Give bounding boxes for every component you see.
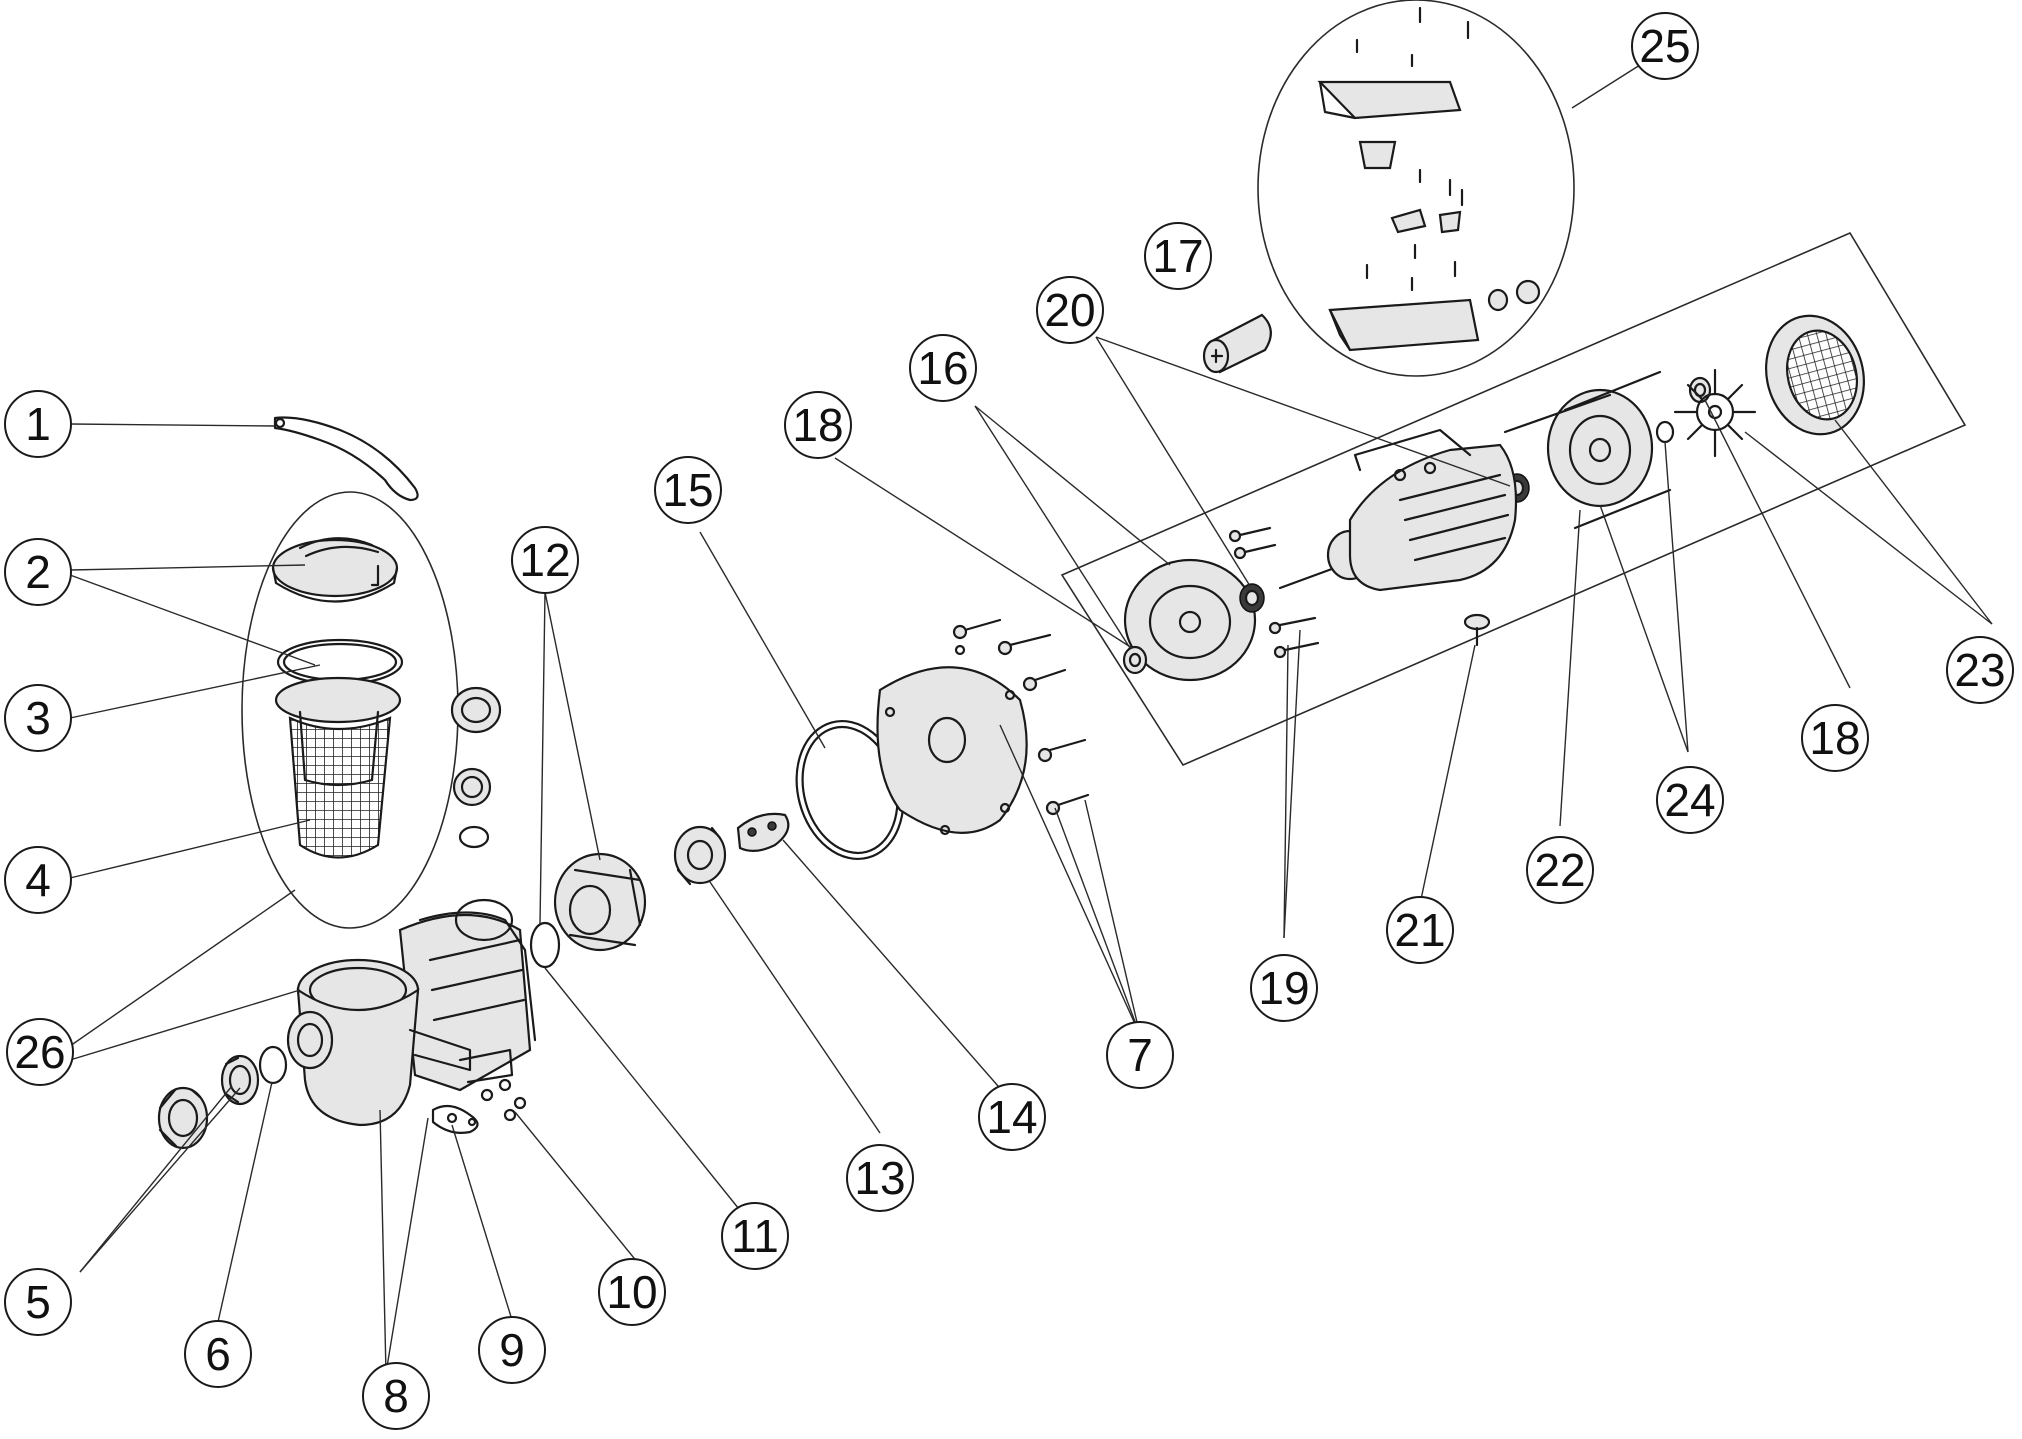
callout-17: 17	[1144, 222, 1212, 290]
callout-3: 3	[4, 684, 72, 752]
callout-20: 20	[1036, 276, 1104, 344]
callout-6-label: 6	[205, 1328, 231, 1380]
strainer-basket-part	[274, 564, 402, 859]
callout-6: 6	[184, 1320, 252, 1388]
impeller-part	[673, 825, 727, 886]
callout-10: 10	[598, 1258, 666, 1326]
callout-17-label: 17	[1152, 230, 1203, 282]
base-screws-part	[480, 1078, 527, 1122]
callout-20-label: 20	[1044, 284, 1095, 336]
callout-11: 11	[721, 1202, 789, 1270]
rear-end-shield-part	[1503, 370, 1672, 530]
capacitor-part	[1202, 313, 1272, 374]
callout-4: 4	[4, 846, 72, 914]
union-o-ring-part	[258, 1045, 288, 1085]
callout-5-label: 5	[25, 1276, 51, 1328]
callout-13: 13	[846, 1144, 914, 1212]
motor-flange-part	[1123, 558, 1257, 682]
callout-7-label: 7	[1127, 1029, 1153, 1081]
seal-plate-part	[876, 644, 1028, 836]
seal-washer-front-part	[1122, 645, 1148, 675]
union-tail-upper-part	[452, 767, 492, 807]
motor-body-part	[1278, 428, 1518, 592]
callout-2-label: 2	[25, 546, 51, 598]
callout-21-label: 21	[1394, 904, 1445, 956]
callout-22: 22	[1526, 836, 1594, 904]
callout-9: 9	[478, 1316, 546, 1384]
callout-8: 8	[362, 1362, 430, 1430]
union-nut-part	[157, 1086, 209, 1150]
callout-22-label: 22	[1534, 844, 1585, 896]
motor-foot-part	[1463, 613, 1491, 647]
callout-16: 16	[909, 334, 977, 402]
callout-26: 26	[6, 1018, 74, 1086]
callout-18-front-label: 18	[792, 399, 843, 451]
drain-gasket-part	[431, 1104, 479, 1134]
circlip-part	[1655, 420, 1675, 444]
fan-part	[1673, 368, 1757, 458]
callout-3-label: 3	[25, 692, 51, 744]
callout-19: 19	[1250, 954, 1318, 1022]
callout-8-label: 8	[383, 1370, 409, 1422]
motor-flange-bolts-part	[1228, 526, 1320, 659]
bearing-front-part	[1239, 583, 1265, 613]
callout-23: 23	[1946, 636, 2014, 704]
pump-body-part	[286, 898, 537, 1127]
union-tail-part	[220, 1054, 260, 1106]
callout-25-label: 25	[1639, 20, 1690, 72]
callout-4-label: 4	[25, 854, 51, 906]
fan-cover-part	[1765, 314, 1865, 436]
callout-15-label: 15	[662, 464, 713, 516]
callout-14: 14	[978, 1083, 1046, 1151]
callout-5: 5	[4, 1268, 72, 1336]
diffuser-part	[553, 852, 647, 952]
callout-18-rear: 18	[1801, 704, 1869, 772]
handle-part	[273, 416, 419, 502]
callout-11-label: 11	[731, 1210, 779, 1262]
callout-10-label: 10	[606, 1266, 657, 1318]
leader-lines	[69, 45, 1993, 1374]
terminal-box-screws-part	[1355, 6, 1470, 292]
callout-14-label: 14	[986, 1091, 1037, 1143]
callout-26-label: 26	[14, 1026, 65, 1078]
union-o-ring-upper-part	[458, 825, 490, 849]
callout-12-label: 12	[519, 534, 570, 586]
callout-25: 25	[1631, 12, 1699, 80]
callout-9-label: 9	[499, 1324, 525, 1376]
callout-13-label: 13	[854, 1152, 905, 1204]
callout-21: 21	[1386, 896, 1454, 964]
control-box-group-outline	[1257, 0, 1575, 377]
callout-24: 24	[1656, 766, 1724, 834]
callout-16-label: 16	[917, 342, 968, 394]
callout-18-rear-label: 18	[1809, 712, 1860, 764]
callout-7: 7	[1106, 1021, 1174, 1089]
callout-18-front: 18	[784, 391, 852, 459]
callout-1-label: 1	[25, 398, 51, 450]
callout-24-label: 24	[1664, 774, 1715, 826]
callout-1: 1	[4, 390, 72, 458]
shaft-seal-part	[736, 812, 790, 852]
motor-group-frame	[1060, 231, 1967, 767]
callout-2: 2	[4, 538, 72, 606]
callout-15: 15	[654, 456, 722, 524]
diffuser-o-ring-part	[529, 921, 561, 969]
union-nut-upper-part	[450, 686, 502, 734]
terminal-box-part	[1317, 80, 1541, 352]
callout-12: 12	[511, 526, 579, 594]
lid-part	[271, 537, 399, 603]
callout-23-label: 23	[1954, 644, 2005, 696]
callout-19-label: 19	[1258, 962, 1309, 1014]
